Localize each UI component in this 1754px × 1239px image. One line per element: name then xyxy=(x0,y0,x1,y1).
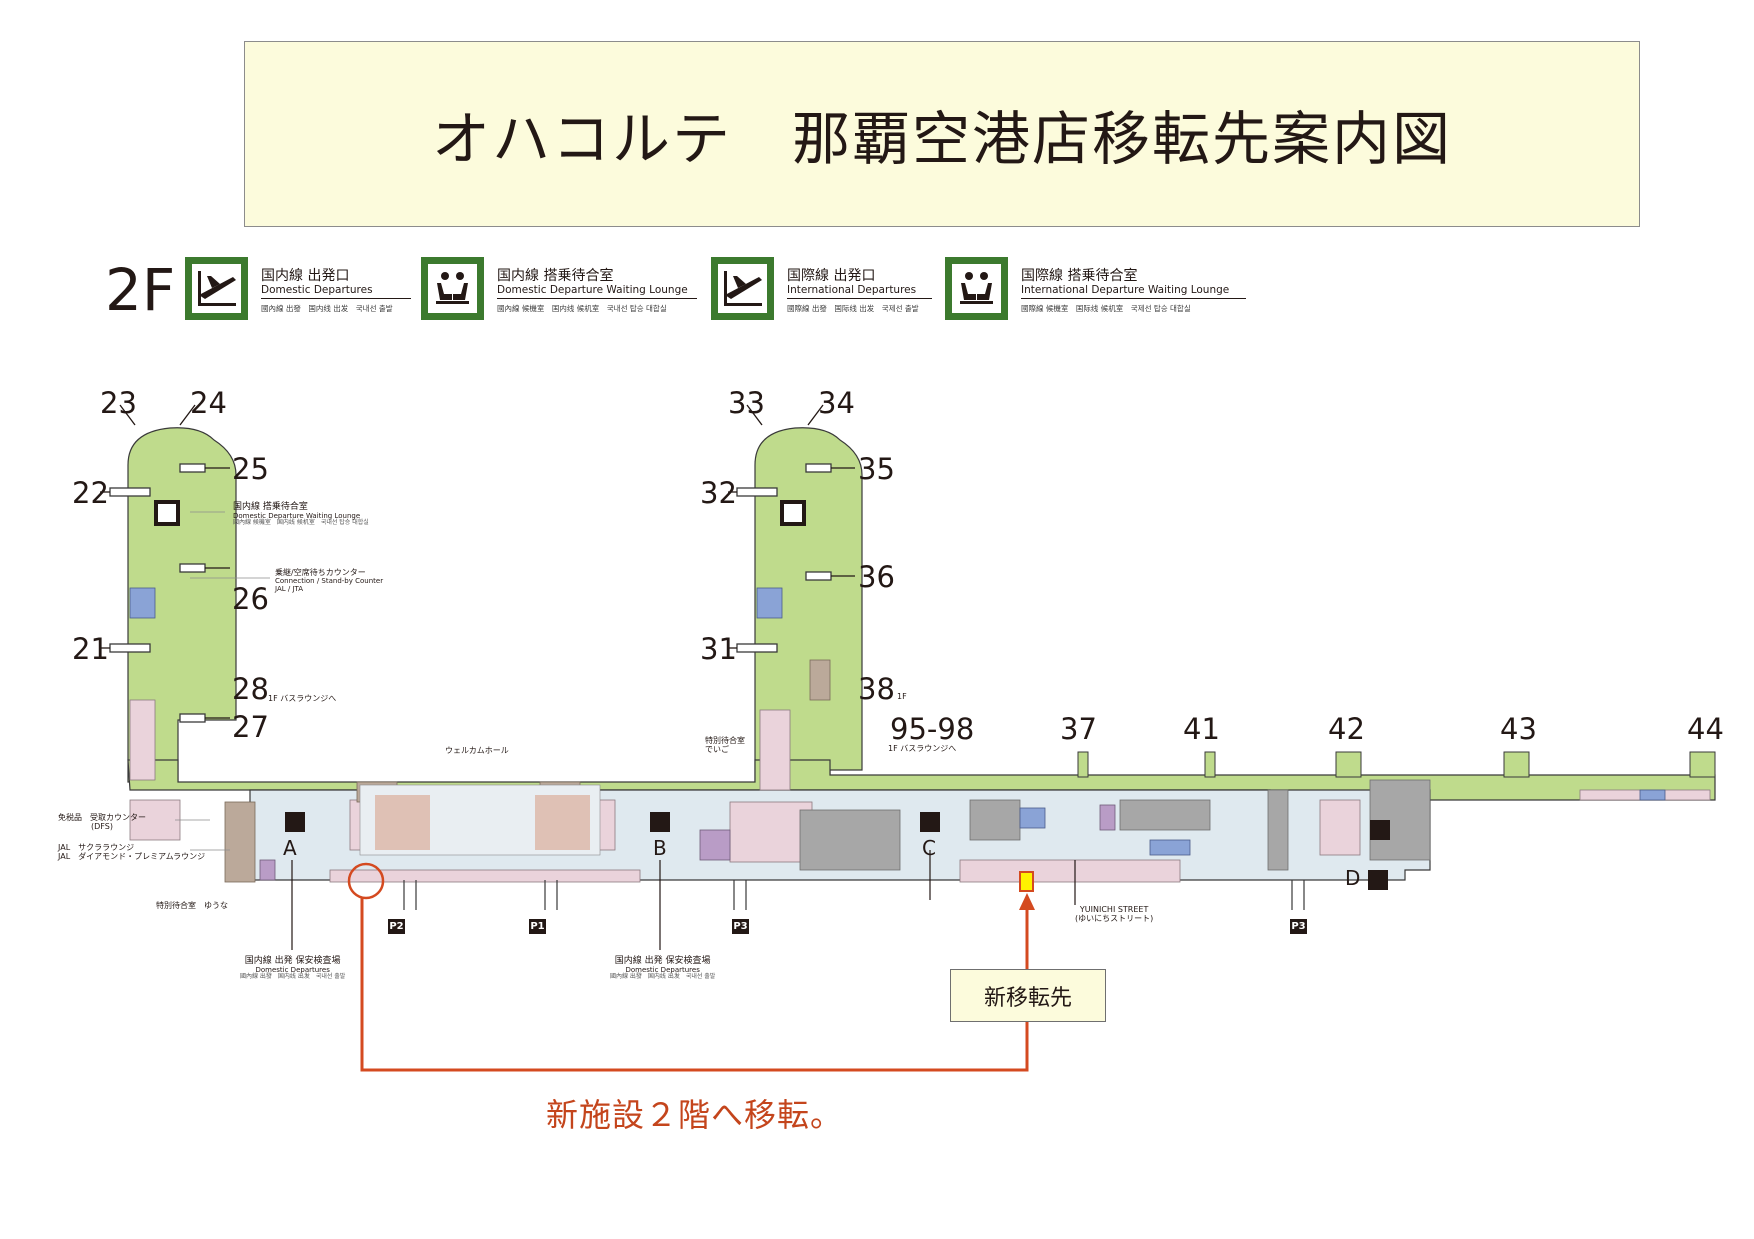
domestic-lounge-label: 国内線 搭乗待合室 Domestic Departure Waiting Lou… xyxy=(233,502,369,527)
legend-ja: 国内線 出発口 xyxy=(261,268,350,284)
legend-sub: 國內線 出發 国内线 出发 국내선 출발 xyxy=(261,304,393,313)
title-box xyxy=(244,41,1640,227)
security-sub: 國內線 出發 国内线 出发 국내선 출발 xyxy=(610,973,716,981)
legend-item-international-departures: 国際線 出発口 International Departures 國際線 出發 … xyxy=(711,257,932,320)
waiting-lounge-icon xyxy=(421,257,484,320)
gate-38-floor: 1F xyxy=(897,692,907,701)
bus-lounge-label-95: 1F バスラウンジへ xyxy=(888,744,957,753)
gate-38: 38 xyxy=(858,672,895,706)
old-location-marker xyxy=(347,862,385,900)
gate-25: 25 xyxy=(232,452,269,486)
parking-p2-badge: P2 xyxy=(388,919,405,934)
lounge-ja: 国内線 搭乗待合室 xyxy=(233,502,308,512)
legend-ja: 国内線 搭乗待合室 xyxy=(497,268,614,284)
special-lounge-degio-label: 特別待合室 でいご xyxy=(705,736,745,755)
parking-p1-badge: P1 xyxy=(529,919,546,934)
gate-95-98: 95-98 xyxy=(890,712,975,746)
gate-37: 37 xyxy=(1060,712,1097,746)
gate-24: 24 xyxy=(190,386,227,420)
dfs-label: 免税品 受取カウンター (DFS) xyxy=(58,813,146,832)
security-sub: 國內線 出發 国内线 出发 국내선 출발 xyxy=(240,973,346,981)
legend-en: International Departures xyxy=(787,284,917,296)
legend-ja: 国際線 搭乗待合室 xyxy=(1021,268,1138,284)
gate-21: 21 xyxy=(72,632,109,666)
gate-43: 43 xyxy=(1500,712,1537,746)
legend-sub: 國際線 候機室 国际线 候机室 국제선 탑승 대합실 xyxy=(1021,304,1191,313)
legend-en: International Departure Waiting Lounge xyxy=(1021,284,1230,296)
legend-sub: 國際線 出發 国际线 出发 국제선 출발 xyxy=(787,304,919,313)
connection-counter-label: 乗継/空席待ちカウンター Connection / Stand-by Count… xyxy=(275,568,383,593)
special-lounge-yuuna-label: 特別待合室 ゆうな xyxy=(156,901,228,910)
gate-28: 28 xyxy=(232,672,269,706)
parking-p3-badge-east: P3 xyxy=(1290,919,1307,934)
legend-divider xyxy=(261,298,411,299)
connection-ja: 乗継/空席待ちカウンター xyxy=(275,568,366,577)
security-ja: 国内線 出発 保安検査場 xyxy=(244,956,341,966)
connection-en: Connection / Stand-by Counter xyxy=(275,577,384,586)
gate-35: 35 xyxy=(858,452,895,486)
jal-lounge-label: JAL サクララウンジ JAL ダイアモンド・プレミアムラウンジ xyxy=(58,843,206,862)
legend-en: Domestic Departures xyxy=(261,284,373,296)
concourse-letter-a: A xyxy=(283,836,297,860)
relocation-route xyxy=(360,898,1029,1072)
concourse-letter-c: C xyxy=(922,836,936,860)
gate-44: 44 xyxy=(1687,712,1724,746)
legend-sub: 國內線 候機室 国内线 候机室 국내선 탑승 대합실 xyxy=(497,304,667,313)
welcome-hall-label: ウェルカムホール xyxy=(445,746,509,755)
security-a-label: 国内線 出発 保安検査場 Domestic Departures 國內線 出發 … xyxy=(240,956,345,981)
gate-41: 41 xyxy=(1183,712,1220,746)
gate-32: 32 xyxy=(700,476,737,510)
parking-p3-badge: P3 xyxy=(732,919,749,934)
connection-co: JAL / JTA xyxy=(275,585,304,594)
legend-ja: 国際線 出発口 xyxy=(787,268,876,284)
gate-22: 22 xyxy=(72,476,109,510)
gate-34: 34 xyxy=(818,386,855,420)
gate-33: 33 xyxy=(728,386,765,420)
security-ja: 国内線 出発 保安検査場 xyxy=(614,956,711,966)
airplane-departure-icon xyxy=(185,257,248,320)
airplane-departure-icon xyxy=(711,257,774,320)
gate-42: 42 xyxy=(1328,712,1365,746)
page-title: オハコルテ 那覇空港店移転先案内図 xyxy=(431,105,1452,173)
security-en: Domestic Departures xyxy=(255,966,330,975)
gate-26: 26 xyxy=(232,582,269,616)
gate-31: 31 xyxy=(700,632,737,666)
legend-divider xyxy=(497,298,697,299)
yuinichi-street-label: YUINICHI STREET (ゆいにちストリート) xyxy=(1075,905,1154,924)
new-location-marker xyxy=(1019,871,1034,892)
waiting-lounge-icon xyxy=(945,257,1008,320)
legend-divider xyxy=(787,298,932,299)
gate-23: 23 xyxy=(100,386,137,420)
callout-box xyxy=(950,969,1106,1022)
legend-divider xyxy=(1021,298,1246,299)
floor-label: 2F xyxy=(105,256,176,324)
gate-36: 36 xyxy=(858,560,895,594)
legend-item-domestic-departures: 国内線 出発口 Domestic Departures 國內線 出發 国内线 出… xyxy=(185,257,411,320)
relocation-note: 新施設２階へ移転。 xyxy=(546,1096,844,1134)
concourse-letter-b: B xyxy=(653,836,667,860)
legend-item-domestic-lounge: 国内線 搭乗待合室 Domestic Departure Waiting Lou… xyxy=(421,257,697,320)
security-en: Domestic Departures xyxy=(625,966,700,975)
gate-27: 27 xyxy=(232,710,269,744)
security-b-label: 国内線 出発 保安検査場 Domestic Departures 國內線 出發 … xyxy=(610,956,715,981)
lounge-en: Domestic Departure Waiting Lounge xyxy=(233,512,361,521)
route-arrowhead xyxy=(1019,893,1035,910)
bus-lounge-label-28: 1F バスラウンジへ xyxy=(268,694,337,703)
legend-item-international-lounge: 国際線 搭乗待合室 International Departure Waitin… xyxy=(945,257,1246,320)
new-location-callout: 新移転先 xyxy=(983,985,1072,1011)
lounge-sub: 國內線 候機室 国内线 候机室 국내선 탑승 대합실 xyxy=(233,519,369,527)
legend-en: Domestic Departure Waiting Lounge xyxy=(497,284,688,296)
concourse-letter-d: D xyxy=(1345,866,1361,890)
welcome-hall-floor xyxy=(359,784,601,856)
